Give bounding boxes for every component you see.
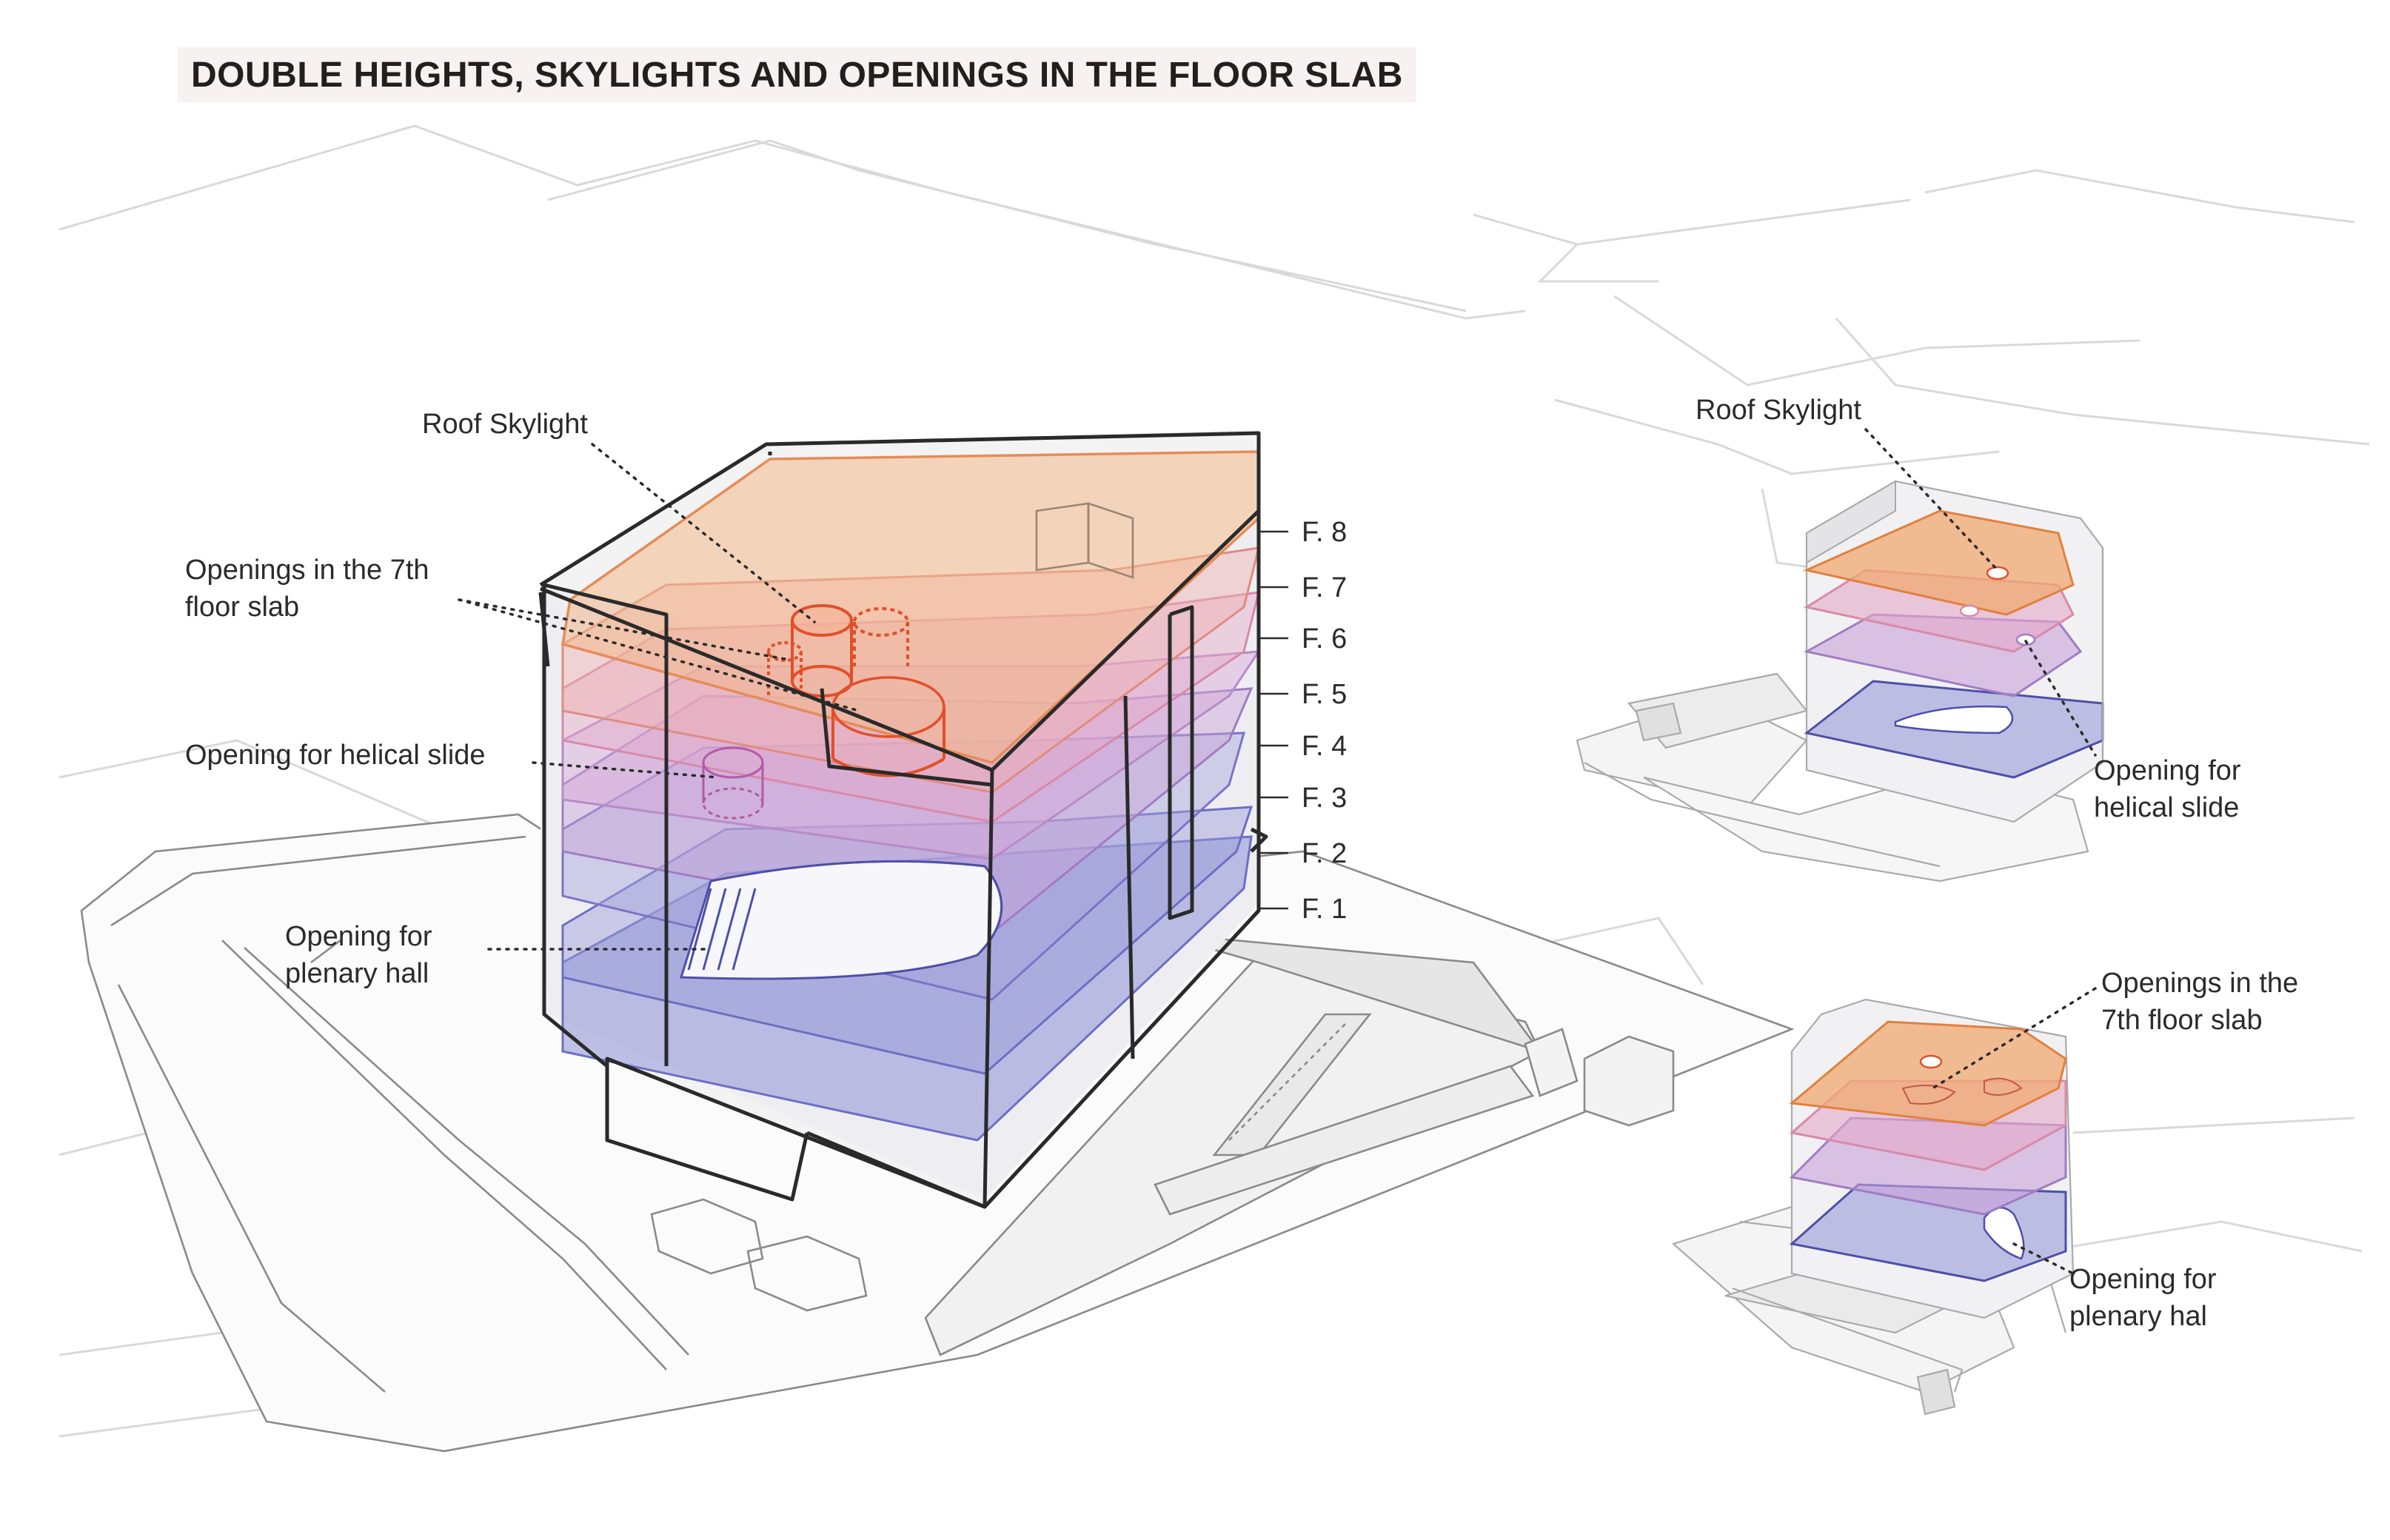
floor-label-f7: F. 7	[1302, 572, 1347, 603]
leader-lines	[458, 443, 860, 951]
label-roof-skylight: Roof Skylight	[422, 409, 588, 440]
inset-bottom-label-plenary-line2: plenary hal	[2069, 1301, 2207, 1332]
inset-bottom-label-openings-line2: 7th floor slab	[2101, 1005, 2263, 1036]
plenary-opening	[679, 860, 1003, 980]
floor-label-f2: F. 2	[1302, 838, 1347, 869]
main-labels: Roof Skylight Openings in the 7th floor …	[185, 409, 588, 989]
label-helical-slide: Opening for helical slide	[185, 740, 486, 771]
inset-top-label-helical-line2: helical slide	[2094, 792, 2239, 823]
inset-top-label-helical-line1: Opening for	[2094, 755, 2241, 786]
label-openings-7th-line2: floor slab	[185, 592, 299, 623]
floor-label-f4: F. 4	[1302, 731, 1347, 762]
building-outline	[538, 431, 1268, 1209]
inset-top: Roof Skylight Opening for helical slide	[1576, 395, 2241, 883]
floor-label-f6: F. 6	[1302, 623, 1347, 654]
floor-label-f5: F. 5	[1302, 679, 1347, 710]
page-title: DOUBLE HEIGHTS, SKYLIGHTS AND OPENINGS I…	[191, 55, 1403, 95]
title-box: DOUBLE HEIGHTS, SKYLIGHTS AND OPENINGS I…	[178, 47, 1416, 102]
inset-bottom: Openings in the 7th floor slab Opening f…	[1671, 968, 2298, 1416]
inset-bottom-label-openings-line1: Openings in the	[2101, 968, 2298, 999]
floor-label-f8: F. 8	[1302, 517, 1347, 548]
label-openings-7th-line1: Openings in the 7th	[185, 555, 429, 586]
main-building	[538, 429, 1268, 1209]
floor-ticks	[1259, 530, 1288, 910]
floor-label-f1: F. 1	[1302, 894, 1347, 925]
label-plenary-line1: Opening for	[285, 921, 432, 952]
label-plenary-line2: plenary hall	[285, 958, 429, 989]
roof-box	[1035, 502, 1134, 579]
inset-top-label-roof-skylight: Roof Skylight	[1696, 395, 1861, 426]
inset-bottom-label-plenary-line1: Opening for	[2069, 1264, 2217, 1295]
floor-labels: F. 8 F. 7 F. 6 F. 5 F. 4 F. 3 F. 2 F. 1	[1302, 517, 1347, 925]
floor-label-f3: F. 3	[1302, 783, 1347, 814]
ramp-structure	[924, 931, 1675, 1356]
skylight-cylinders	[767, 604, 945, 777]
helical-opening	[702, 746, 764, 820]
